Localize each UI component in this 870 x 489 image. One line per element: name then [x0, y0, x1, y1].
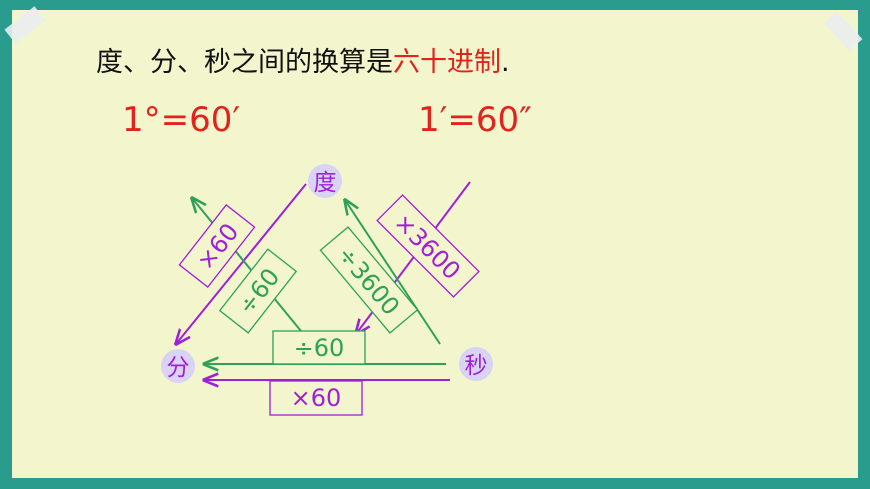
label-box-min-sec-multiply: ×60: [269, 380, 363, 416]
node-second: 秒: [459, 347, 493, 381]
label-box-min-deg-divide: ÷60: [218, 248, 298, 334]
equation-minute-second: 1′=60″: [418, 100, 532, 140]
node-degree-label: 度: [314, 170, 337, 196]
headline-text: 度、分、秒之间的换算是: [96, 47, 393, 78]
label-box-deg-min-multiply: ×60: [178, 204, 256, 288]
headline: 度、分、秒之间的换算是六十进制.: [96, 40, 510, 79]
node-minute: 分: [161, 349, 195, 383]
label-box-sec-min-divide: ÷60: [272, 330, 366, 365]
headline-suffix: .: [501, 47, 510, 78]
node-second-label: 秒: [465, 353, 488, 379]
arrow-degree-to-minute: [176, 183, 307, 344]
label-min-sec-multiply: ×60: [291, 384, 342, 412]
node-minute-label: 分: [167, 355, 190, 381]
equation-degree-minute: 1°=60′: [122, 100, 241, 140]
arrow-second-to-degree: [345, 200, 441, 345]
label-sec-min-divide: ÷60: [294, 334, 345, 362]
headline-highlight: 六十进制: [393, 47, 501, 78]
node-degree: 度: [308, 164, 342, 198]
